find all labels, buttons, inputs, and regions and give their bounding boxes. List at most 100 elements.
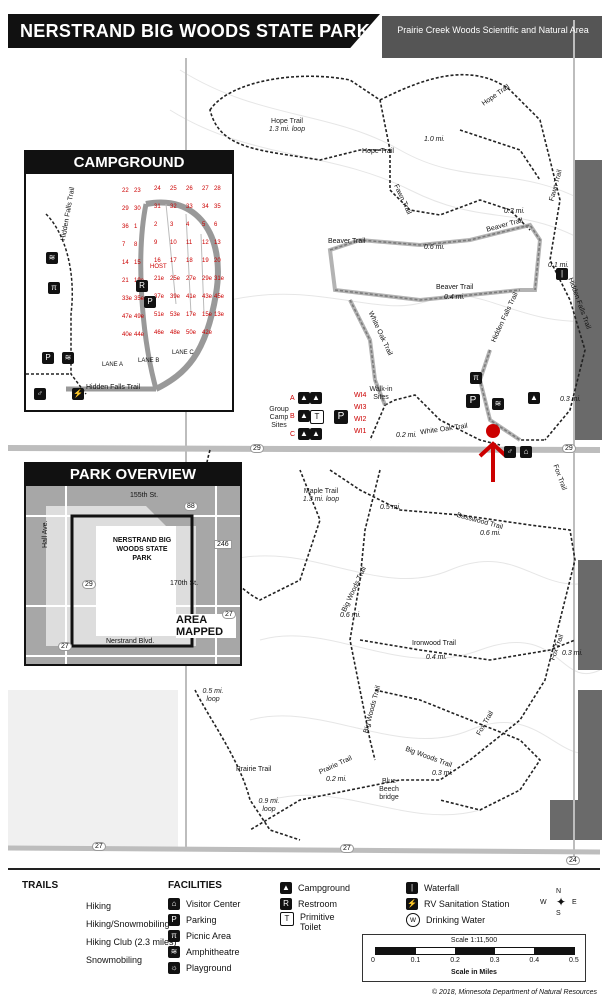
campground-icon[interactable]: ▲ xyxy=(528,392,540,404)
overview-road-246: 246 xyxy=(214,540,232,549)
campsite-number[interactable]: 25e xyxy=(170,276,181,282)
parking-icon[interactable]: P xyxy=(334,410,348,424)
legend-label: Waterfall xyxy=(424,883,460,893)
campsite-number[interactable]: 15e xyxy=(202,312,213,318)
campsite-number[interactable]: 46e xyxy=(154,330,165,336)
campsite-number[interactable]: 1 xyxy=(134,224,138,230)
campsite-number[interactable]: 51e xyxy=(154,312,165,318)
campsite-number[interactable]: 13 xyxy=(214,240,221,246)
campsite-number[interactable]: 11 xyxy=(186,240,193,246)
campsite-number[interactable]: 39e xyxy=(170,294,181,300)
campsite-number[interactable]: 23 xyxy=(134,188,141,194)
amphitheatre-icon[interactable]: ≋ xyxy=(492,398,504,410)
campsite-number[interactable]: 19 xyxy=(202,258,209,264)
campsite-number[interactable]: 42e xyxy=(202,330,213,336)
campsite-number[interactable]: 41e xyxy=(186,294,197,300)
primitive-toilet-icon[interactable]: T xyxy=(310,410,324,424)
campsite-number[interactable]: 16 xyxy=(154,258,161,264)
campsite-number[interactable]: 22 xyxy=(122,188,129,194)
campground-inset: CAMPGROUND Hidden Falls Trail Hidden Fal… xyxy=(24,150,234,425)
picnic-area-icon[interactable]: π xyxy=(48,282,60,294)
campground-icon[interactable]: ▲ xyxy=(310,392,322,404)
campsite-number[interactable]: 18 xyxy=(186,258,193,264)
campground-icon[interactable]: ▲ xyxy=(310,428,322,440)
campsite-number[interactable]: 10 xyxy=(170,240,177,246)
east-dark-strip xyxy=(575,160,602,440)
campground-icon[interactable]: ▲ xyxy=(298,428,310,440)
campsite-number[interactable]: 37e xyxy=(154,294,165,300)
campsite-number[interactable]: 29e xyxy=(202,276,213,282)
campsite-number[interactable]: 17 xyxy=(170,258,177,264)
picnic-area-icon[interactable]: π xyxy=(470,372,482,384)
visitor-center-icon[interactable]: ⌂ xyxy=(520,446,532,458)
amphitheatre-icon: ≋ xyxy=(168,946,180,958)
campsite-number[interactable]: 24 xyxy=(154,186,161,192)
campsite-number[interactable]: 45e xyxy=(214,294,225,300)
campsite-number[interactable]: 35 xyxy=(214,204,221,210)
rv-sanitation-icon[interactable]: ⚡ xyxy=(72,388,84,400)
campsite-number[interactable]: 9 xyxy=(154,240,158,246)
campsite-number[interactable]: 30 xyxy=(134,206,141,212)
campsite-number[interactable]: 8 xyxy=(134,242,138,248)
prairie-loop-label: 0.9 mi. loop xyxy=(258,798,280,813)
campsite-number[interactable]: 50e xyxy=(186,330,197,336)
parking-icon[interactable]: P xyxy=(42,352,54,364)
campsite-number[interactable]: 27 xyxy=(202,186,209,192)
campsite-number[interactable]: 2 xyxy=(154,222,158,228)
campsite-number[interactable]: 14 xyxy=(122,260,129,266)
ironwood-trail-label: Ironwood Trail xyxy=(412,640,456,647)
campsite-number[interactable]: 7 xyxy=(122,242,126,248)
campsite-number[interactable]: 35e xyxy=(134,296,145,302)
park-overview-inset: PARK OVERVIEW 155th St. 170th St. Hall A… xyxy=(24,462,242,666)
campsite-number[interactable]: 3 xyxy=(170,222,174,228)
campsite-number[interactable]: 31 xyxy=(154,204,161,210)
campsite-number[interactable]: 26 xyxy=(186,186,193,192)
legend-label: Visitor Center xyxy=(186,899,241,909)
campsite-number[interactable]: 15 xyxy=(134,260,141,266)
walk-in-site-label: WI2 xyxy=(354,416,367,423)
amphitheatre-icon[interactable]: ≋ xyxy=(62,352,74,364)
campground-icon[interactable]: ▲ xyxy=(298,392,310,404)
parking-icon[interactable]: P xyxy=(144,296,156,308)
campsite-number[interactable]: 13e xyxy=(214,312,225,318)
campsite-number[interactable]: 32 xyxy=(170,204,177,210)
legend-rv-sanitation: ⚡RV Sanitation Station xyxy=(406,896,509,912)
campsite-number[interactable]: 21e xyxy=(154,276,165,282)
legend-waterfall: |Waterfall xyxy=(406,880,509,896)
campsite-number[interactable]: 33 xyxy=(186,204,193,210)
campsite-number[interactable]: 49e xyxy=(134,314,145,320)
campsite-number[interactable]: 21 xyxy=(122,278,129,284)
campsite-number[interactable]: 33e xyxy=(122,296,133,302)
campsite-number[interactable]: 4 xyxy=(186,222,190,228)
restroom-icon[interactable]: ♂ xyxy=(34,388,46,400)
campsite-number[interactable]: 44e xyxy=(134,332,145,338)
campsite-number[interactable]: 20 xyxy=(214,258,221,264)
campsite-number[interactable]: 29 xyxy=(122,206,129,212)
campsite-number[interactable]: 40e xyxy=(122,332,133,338)
blue-beech-bridge-label: Blue Beech bridge xyxy=(379,778,399,801)
restroom-icon[interactable]: ♂ xyxy=(504,446,516,458)
campsite-number[interactable]: 47e xyxy=(122,314,133,320)
beaver-trail-label: Beaver Trail xyxy=(328,238,366,245)
parking-icon[interactable]: P xyxy=(466,394,480,408)
restroom-icon[interactable]: R xyxy=(136,280,148,292)
campsite-number[interactable]: 28 xyxy=(214,186,221,192)
campground-icon[interactable]: ▲ xyxy=(298,410,310,422)
campsite-number[interactable]: 36 xyxy=(122,224,129,230)
campsite-number[interactable]: 43e xyxy=(202,294,213,300)
campsite-number[interactable]: 17e xyxy=(186,312,197,318)
campsite-number[interactable]: 27e xyxy=(186,276,197,282)
campsite-number[interactable]: 6 xyxy=(214,222,218,228)
campsite-number[interactable]: 31e xyxy=(214,276,225,282)
campsite-number[interactable]: 34 xyxy=(202,204,209,210)
campsite-number[interactable]: 48e xyxy=(170,330,181,336)
campsite-number[interactable]: 25 xyxy=(170,186,177,192)
campsite-number[interactable]: 53e xyxy=(170,312,181,318)
rv-sanitation-icon: ⚡ xyxy=(406,898,418,910)
campsite-number[interactable]: 5 xyxy=(202,222,206,228)
waterfall-icon[interactable]: | xyxy=(556,268,568,280)
campsite-number[interactable]: 12 xyxy=(202,240,209,246)
amphitheatre-icon[interactable]: ≋ xyxy=(46,252,58,264)
